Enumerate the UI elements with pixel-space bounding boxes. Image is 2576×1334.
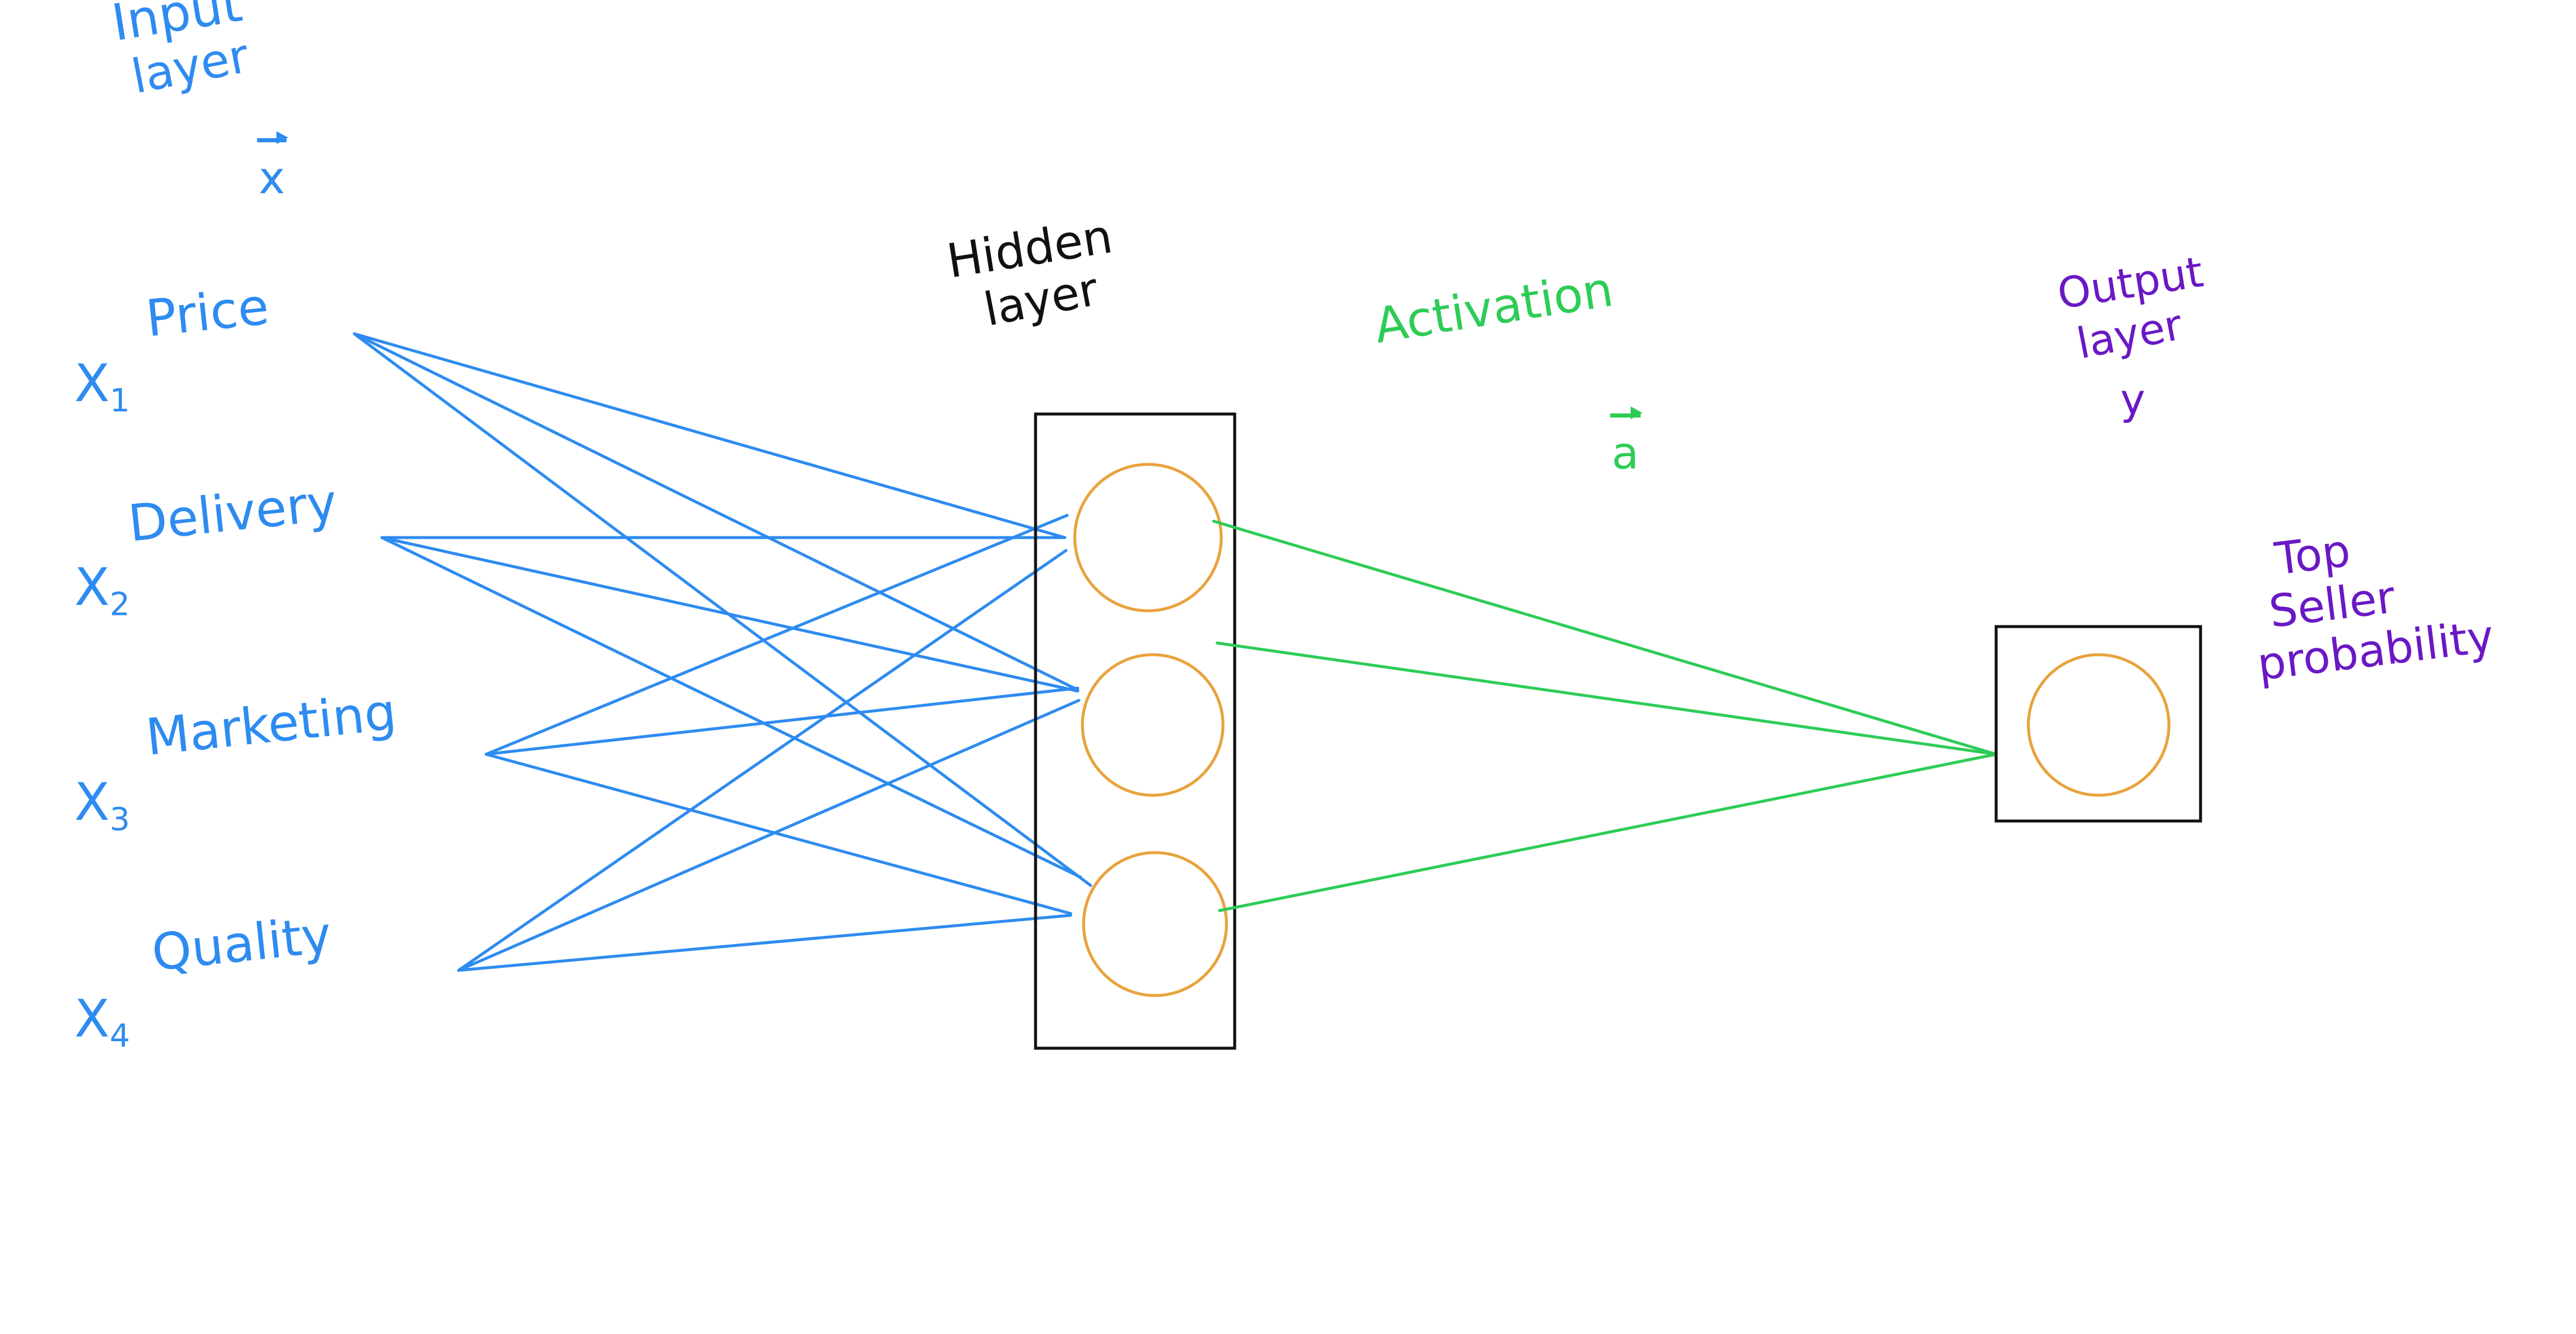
x4-symbol-index: 4 — [110, 1017, 130, 1055]
x1-symbol-letter: X — [74, 353, 110, 413]
input-feature-1-symbol: X1 — [9, 293, 130, 479]
activation-vector-symbol: a — [1555, 375, 1642, 531]
activation-vector-a: a — [1610, 406, 1642, 479]
x1-symbol-index: 1 — [110, 381, 130, 419]
input-feature-3-symbol: X3 — [9, 712, 130, 898]
edge-x1-h2 — [353, 332, 1079, 692]
input-to-hidden-edges — [353, 332, 1092, 972]
hidden-to-output-edges — [1212, 519, 1998, 912]
hidden-neuron-3 — [1082, 851, 1228, 997]
input-vector-x: x — [257, 131, 288, 204]
edge-x4-h3 — [457, 914, 1072, 972]
hidden-neuron-2 — [1081, 653, 1225, 797]
hidden-layer-box — [1034, 412, 1236, 1050]
x2-symbol-index: 2 — [110, 585, 130, 623]
x2-symbol-letter: X — [74, 557, 110, 617]
edge-x1-h3 — [353, 332, 1092, 887]
hidden-neurons — [1073, 463, 1228, 997]
edge-h2-o1 — [1215, 641, 1998, 756]
edge-x3-h3 — [484, 752, 1072, 915]
edge-h1-o1 — [1212, 519, 1998, 756]
output-layer-box — [1994, 625, 2202, 823]
hidden-neuron-1 — [1073, 463, 1223, 613]
x4-symbol-letter: X — [74, 988, 110, 1049]
input-feature-2-symbol: X2 — [9, 497, 130, 683]
output-annotation-line1: Top — [2272, 524, 2353, 585]
x3-symbol-index: 3 — [110, 800, 130, 838]
x3-symbol-letter: X — [74, 772, 110, 832]
edge-x2-h2 — [380, 536, 1079, 693]
output-layer-symbol: y — [2120, 375, 2145, 424]
edge-x2-h3 — [380, 536, 1082, 879]
input-layer-vector-symbol: x — [202, 100, 288, 256]
edge-x3-h2 — [484, 686, 1079, 756]
edge-h3-o1 — [1218, 752, 1998, 912]
edge-x4-h1 — [457, 549, 1068, 972]
edge-x3-h1 — [484, 514, 1069, 756]
input-feature-4-symbol: X4 — [9, 928, 130, 1114]
edge-x1-h1 — [353, 332, 1067, 539]
edge-x4-h2 — [457, 699, 1081, 972]
output-neuron — [2027, 653, 2171, 797]
